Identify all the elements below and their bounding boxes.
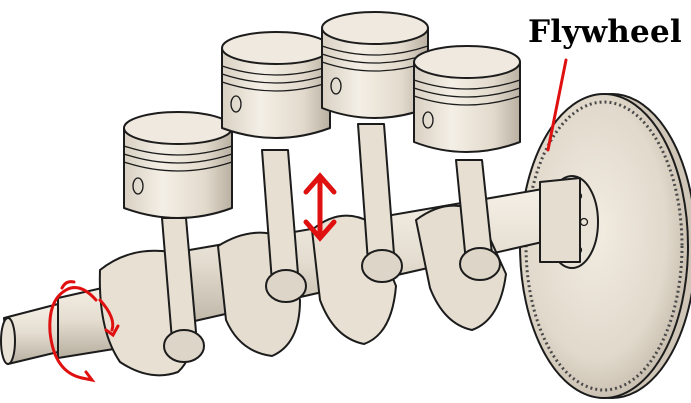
piston (322, 12, 428, 118)
connecting-rod (262, 150, 306, 302)
piston (222, 32, 330, 138)
flywheel-label: Flywheel (528, 14, 682, 50)
up-down-arrow-icon (306, 176, 334, 238)
piston (124, 112, 232, 218)
piston (414, 46, 520, 152)
connecting-rod (358, 124, 402, 282)
